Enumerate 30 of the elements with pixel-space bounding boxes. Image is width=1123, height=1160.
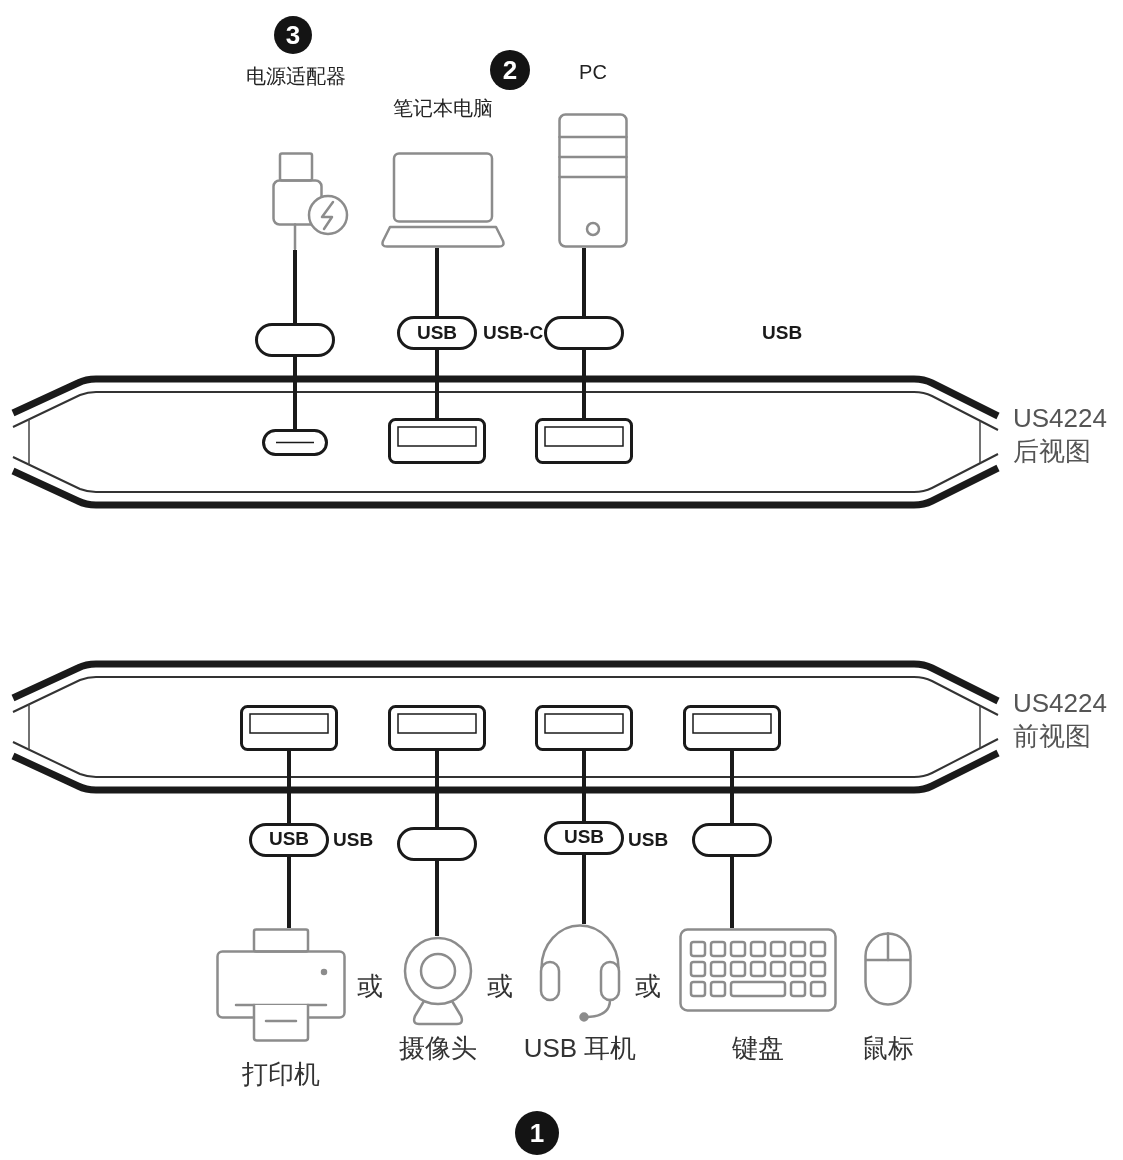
- callout-number: 2: [490, 50, 530, 90]
- usb-c-port: [262, 429, 328, 456]
- or-label: 或: [635, 970, 661, 1002]
- usb-port: [388, 705, 486, 751]
- panel-label: US4224 后视图: [1013, 402, 1108, 467]
- connector-label: USB-C: [483, 321, 544, 345]
- panel-label: US4224 前视图: [1013, 687, 1108, 752]
- device-label: 鼠标: [862, 1032, 914, 1064]
- connector-label: USB: [333, 828, 374, 852]
- connector-label: USB: [628, 828, 669, 852]
- usb-port: [535, 705, 633, 751]
- usb-port: [683, 705, 781, 751]
- edge-label: USB: [397, 316, 477, 350]
- device-label: 摄像头: [399, 1032, 477, 1064]
- device-label: PC: [579, 60, 607, 84]
- device-label: USB 耳机: [523, 1032, 637, 1064]
- edge-label: USB: [249, 822, 329, 857]
- device-label: 电源适配器: [246, 64, 346, 88]
- device-label: 键盘: [732, 1032, 784, 1064]
- or-label: 或: [357, 970, 383, 1002]
- usb-port: [240, 705, 338, 751]
- callout-number: 1: [515, 1111, 559, 1155]
- device-label: 笔记本电脑: [393, 96, 493, 120]
- usb-port: [535, 418, 633, 464]
- connector-label: USB: [762, 321, 803, 345]
- or-label: 或: [487, 970, 513, 1002]
- edge-label: USB: [544, 820, 624, 855]
- callout-number: 3: [274, 16, 312, 54]
- device-label: 打印机: [242, 1058, 320, 1090]
- usb-port: [388, 418, 486, 464]
